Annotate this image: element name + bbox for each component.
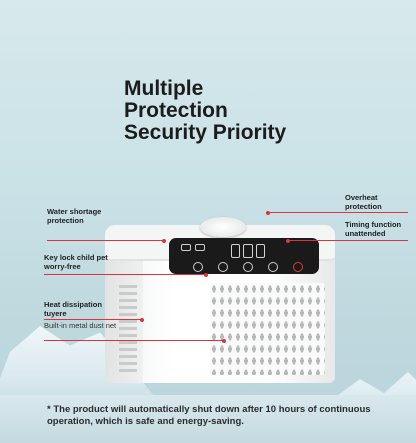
front-grille <box>210 283 325 375</box>
fan-icon <box>195 244 205 251</box>
callout-timing: Timing function unattended <box>345 220 402 238</box>
title-line-3: Security Priority <box>124 121 287 144</box>
callout-dot-heat <box>140 317 144 322</box>
mode-button[interactable] <box>268 262 278 272</box>
water-lid <box>200 217 246 237</box>
callout-metal-dust-net: Built-in metal dust net <box>44 321 117 330</box>
callout-line-timing <box>288 240 408 241</box>
control-panel <box>169 238 319 274</box>
callout-dot-overheat <box>266 210 270 215</box>
power-button[interactable] <box>293 262 303 272</box>
mode-icon <box>181 244 191 251</box>
product-device <box>105 213 335 385</box>
callout-overheat: Overheat protection <box>345 193 382 211</box>
callout-dot-keylock <box>204 272 208 277</box>
callout-dot-dustnet <box>222 338 226 343</box>
callout-line-overheat <box>268 212 408 213</box>
callout-dot-water <box>162 238 166 243</box>
callout-water-shortage: Water shortage protection <box>47 207 102 225</box>
snow-ground <box>0 395 416 443</box>
callout-dot-timing <box>286 238 290 243</box>
display-digits <box>231 244 265 258</box>
callout-line-keylock <box>44 274 206 275</box>
callout-line-water <box>47 240 164 241</box>
callout-line-dustnet <box>44 340 224 341</box>
lock-button[interactable] <box>193 262 203 272</box>
side-vent <box>119 285 137 375</box>
footnote: * The product will automatically shut do… <box>47 404 371 427</box>
callout-heat-dissipation: Heat dissipation tuyere <box>44 300 102 318</box>
speed-button[interactable] <box>243 262 253 272</box>
title-line-1: Multiple <box>124 77 204 100</box>
callout-key-lock: Key lock child pet worry-free <box>44 253 108 271</box>
title-line-2: Protection <box>124 99 228 122</box>
page-title: Multiple Protection Security Priority <box>124 78 286 144</box>
callout-line-heat <box>44 319 142 320</box>
button-row <box>193 262 303 272</box>
timer-button[interactable] <box>218 262 228 272</box>
